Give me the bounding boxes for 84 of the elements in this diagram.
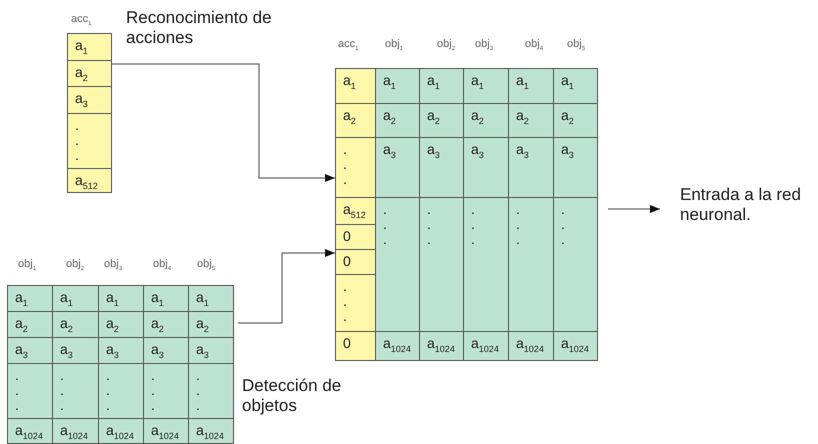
table-entry: . . .	[188, 363, 234, 419]
column-header: obj$_{5}$	[567, 38, 586, 52]
table-entry: a$_{3}$	[7, 337, 53, 364]
table-entry: a$_{3}$	[67, 86, 112, 114]
table-entry: a$_{1}$	[508, 68, 554, 104]
arrow	[608, 205, 660, 213]
table-entry: a$_{3}$	[508, 137, 554, 198]
table-entry: a$_{1}$	[7, 285, 53, 312]
table-entry: a$_{1024}$	[375, 331, 420, 361]
table-entry: a$_{2}$	[98, 311, 144, 338]
table-entry: a$_{1024}$	[7, 418, 53, 444]
table-entry: a$_{512}$	[335, 197, 376, 225]
table-entry: a$_{1024}$	[143, 418, 189, 444]
table-entry: a$_{1024}$	[52, 418, 99, 444]
table-entry: a$_{1}$	[463, 68, 509, 104]
table-entry: a$_{1}$	[188, 285, 234, 312]
column-header: obj$_{3}$	[475, 38, 494, 52]
table-entry: a$_{3}$	[463, 137, 509, 198]
column-header: acc$_{1}$	[338, 38, 358, 52]
table-entry: a$_{1}$	[143, 285, 189, 312]
table-entry: . . .	[143, 363, 189, 419]
table-entry: 0	[335, 249, 376, 275]
table-entry: . . .	[508, 197, 554, 332]
table-entry: a$_{3}$	[143, 337, 189, 364]
table-entry: a$_{2}$	[67, 60, 112, 87]
table-entry: . . .	[375, 197, 420, 332]
table-entry: a$_{3}$	[419, 137, 464, 198]
table-entry: 0	[335, 224, 376, 250]
arrow	[112, 64, 336, 182]
table-entry: a$_{1024}$	[553, 331, 598, 361]
table-entry: . . .	[98, 363, 144, 419]
column-header: obj$_{3}$	[104, 258, 122, 272]
column-header: obj$_{1}$	[18, 258, 36, 272]
column-header: obj$_{4}$	[153, 258, 172, 272]
table-entry: . . .	[419, 197, 464, 332]
table-entry: . . .	[463, 197, 509, 332]
table-entry: a$_{3}$	[375, 137, 420, 198]
column-header: obj$_{4}$	[525, 38, 544, 52]
table-entry: a$_{3}$	[52, 337, 99, 364]
table-entry: a$_{1}$	[553, 68, 598, 104]
table-entry: a$_{1}$	[67, 33, 112, 61]
table-entry: a$_{1024}$	[419, 331, 464, 361]
table-entry: a$_{1}$	[335, 68, 376, 104]
data-table	[7, 285, 234, 444]
table-entry: . . .	[335, 137, 376, 198]
column-header: acc$_{1}$	[71, 13, 92, 28]
column-header: obj$_{1}$	[385, 38, 404, 52]
caption-text: Entrada a la red neuronal.	[660, 185, 818, 225]
table-entry: a$_{1024}$	[508, 331, 554, 361]
table-entry: . . .	[553, 197, 598, 332]
table-entry: a$_{3}$	[553, 137, 598, 198]
table-entry: a$_{2}$	[143, 311, 189, 338]
data-table	[67, 33, 112, 193]
table-entry: a$_{512}$	[67, 168, 112, 193]
table-entry: . . .	[7, 363, 53, 419]
table-entry: a$_{2}$	[188, 311, 234, 338]
table-entry: a$_{1024}$	[463, 331, 509, 361]
arrow	[238, 249, 336, 324]
caption-text: Reconocimiento de acciones	[126, 8, 276, 48]
table-entry: a$_{1}$	[52, 285, 99, 312]
caption-text: Detección de objetos	[242, 376, 372, 416]
table-entry: a$_{2}$	[52, 311, 99, 338]
table-entry: a$_{2}$	[463, 103, 509, 138]
table-entry: a$_{2}$	[553, 103, 598, 138]
table-entry: a$_{2}$	[419, 103, 464, 138]
table-entry: . . .	[67, 113, 112, 169]
table-entry: a$_{3}$	[188, 337, 234, 364]
table-entry: 0	[335, 331, 376, 361]
table-entry: a$_{1024}$	[188, 418, 234, 444]
table-entry: . . .	[335, 274, 376, 332]
data-table	[335, 68, 598, 361]
table-entry: a$_{1}$	[419, 68, 464, 104]
column-header: obj$_{2}$	[437, 38, 456, 52]
table-entry: a$_{1024}$	[98, 418, 144, 444]
table-entry: a$_{2}$	[335, 103, 376, 138]
table-entry: a$_{2}$	[375, 103, 420, 138]
table-entry: a$_{2}$	[7, 311, 53, 338]
table-entry: a$_{3}$	[98, 337, 144, 364]
table-entry: a$_{2}$	[508, 103, 554, 138]
table-entry: a$_{1}$	[98, 285, 144, 312]
table-entry: a$_{1}$	[375, 68, 420, 104]
column-header: obj$_{5}$	[197, 258, 216, 272]
column-header: obj$_{2}$	[66, 258, 84, 272]
table-entry: . . .	[52, 363, 99, 419]
